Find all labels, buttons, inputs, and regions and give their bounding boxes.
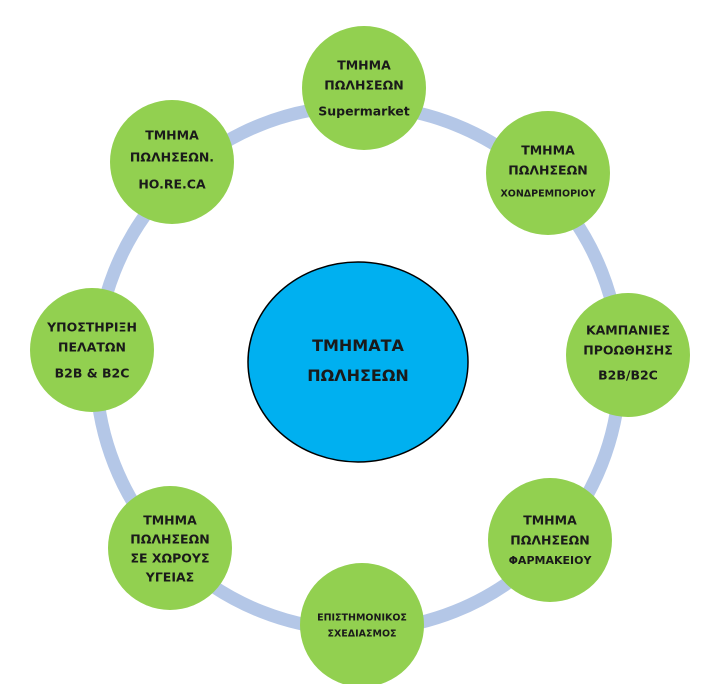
node-scientific-shape: [300, 563, 424, 684]
node-campaigns-label: ΠΡΟΩΘΗΣΗΣ: [583, 342, 673, 357]
node-pharmacy-shape: [488, 478, 612, 602]
node-supermarket-label: ΠΩΛΗΣΕΩΝ: [324, 77, 403, 92]
node-horeca-shape: [110, 100, 234, 224]
node-supermarket-shape: [302, 26, 426, 150]
node-horeca-label: ΠΩΛΗΣΕΩΝ.: [130, 149, 214, 164]
node-campaigns-shape: [566, 293, 690, 417]
center-node: ΤΜΗΜΑΤΑ ΠΩΛΗΣΕΩΝ: [247, 261, 469, 463]
node-campaigns: ΚΑΜΠΑΝΙΕΣ ΠΡΟΩΘΗΣΗΣ B2B/B2C: [566, 293, 690, 417]
node-health-label: ΤΜΗΜΑ: [143, 512, 197, 527]
node-support-label: ΥΠΟΣΤΗΡΙΞΗ: [46, 319, 137, 334]
node-health-label: ΠΩΛΗΣΕΩΝ: [130, 531, 209, 546]
node-campaigns-label: ΚΑΜΠΑΝΙΕΣ: [586, 322, 670, 337]
node-pharmacy: ΤΜΗΜΑ ΠΩΛΗΣΕΩΝ ΦΑΡΜΑΚΕΙΟΥ: [488, 478, 612, 602]
node-wholesale-label: ΧΟΝΔΡΕΜΠΟΡΙΟΥ: [500, 188, 595, 199]
node-support-shape: [30, 288, 154, 412]
node-scientific: ΕΠΙΣΤΗΜΟΝΙΚΟΣ ΣΧΕΔΙΑΣΜΟΣ: [300, 563, 424, 684]
node-supermarket-label: Supermarket: [318, 103, 410, 118]
center-node-shape: [247, 261, 469, 463]
center-node-label: ΠΩΛΗΣΕΩΝ: [307, 366, 409, 385]
node-horeca: ΤΜΗΜΑ ΠΩΛΗΣΕΩΝ. HO.RE.CA: [110, 100, 234, 224]
node-supermarket: ΤΜΗΜΑ ΠΩΛΗΣΕΩΝ Supermarket: [302, 26, 426, 150]
node-support: ΥΠΟΣΤΗΡΙΞΗ ΠΕΛΑΤΩΝ B2B & B2C: [30, 288, 154, 412]
node-health-label: ΣΕ ΧΩΡΟΥΣ: [130, 550, 209, 565]
node-pharmacy-label: ΠΩΛΗΣΕΩΝ: [510, 532, 589, 547]
node-wholesale-label: ΤΜΗΜΑ: [521, 142, 575, 157]
node-wholesale-label: ΠΩΛΗΣΕΩΝ: [508, 162, 587, 177]
node-scientific-label: ΕΠΙΣΤΗΜΟΝΙΚΟΣ: [317, 612, 407, 623]
node-health-shape: [108, 486, 232, 610]
satellite-nodes: ΤΜΗΜΑΠΩΛΗΣΕΩΝSupermarketΤΜΗΜΑΠΩΛΗΣΕΩΝΧΟΝ…: [30, 26, 690, 684]
node-scientific-label: ΣΧΕΔΙΑΣΜΟΣ: [327, 628, 396, 639]
node-health: ΤΜΗΜΑ ΠΩΛΗΣΕΩΝ ΣΕ ΧΩΡΟΥΣ ΥΓΕΙΑΣ: [108, 486, 232, 610]
node-pharmacy-label: ΦΑΡΜΑΚΕΙΟΥ: [509, 554, 593, 567]
node-campaigns-label: B2B/B2C: [598, 367, 658, 382]
node-wholesale: ΤΜΗΜΑ ΠΩΛΗΣΕΩΝ ΧΟΝΔΡΕΜΠΟΡΙΟΥ: [486, 111, 610, 235]
node-pharmacy-label: ΤΜΗΜΑ: [523, 512, 577, 527]
node-supermarket-label: ΤΜΗΜΑ: [337, 57, 391, 72]
node-health-label: ΥΓΕΙΑΣ: [145, 569, 194, 584]
node-support-label: ΠΕΛΑΤΩΝ: [58, 339, 126, 354]
node-horeca-label: ΤΜΗΜΑ: [145, 127, 199, 142]
node-wholesale-shape: [486, 111, 610, 235]
center-node-label: ΤΜΗΜΑΤΑ: [312, 336, 404, 355]
node-support-label: B2B & B2C: [55, 365, 130, 380]
node-horeca-label: HO.RE.CA: [138, 176, 206, 191]
